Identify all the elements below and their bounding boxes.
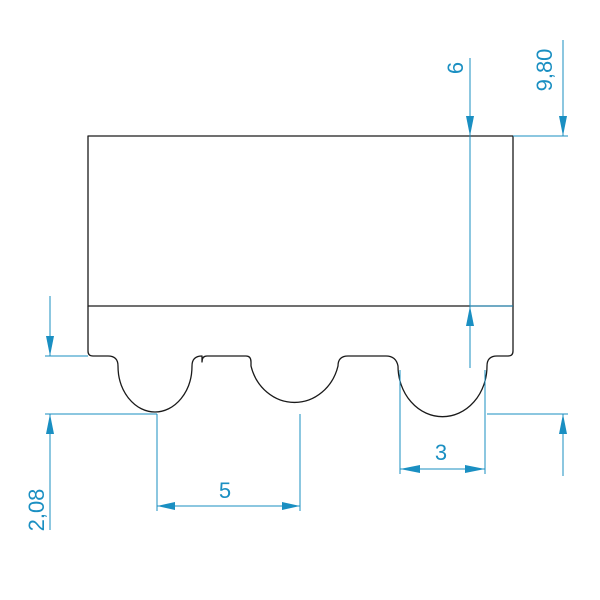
tooth-width-label: 3 [435,440,447,465]
pitch-label: 5 [219,478,231,503]
pitch-dimension: 5 [156,414,301,511]
total-height-dimension: 9,80 [487,40,568,476]
body-height-dimension: 6 [443,58,513,368]
body-height-label: 6 [443,62,468,74]
tooth-width-dimension: 3 [399,370,486,474]
belt-teeth-outline [87,306,514,418]
tooth-height-dimension: 2,08 [24,296,157,531]
tooth-height-label: 2,08 [24,489,49,532]
belt-body-outline [87,135,514,307]
total-height-label: 9,80 [532,49,557,92]
